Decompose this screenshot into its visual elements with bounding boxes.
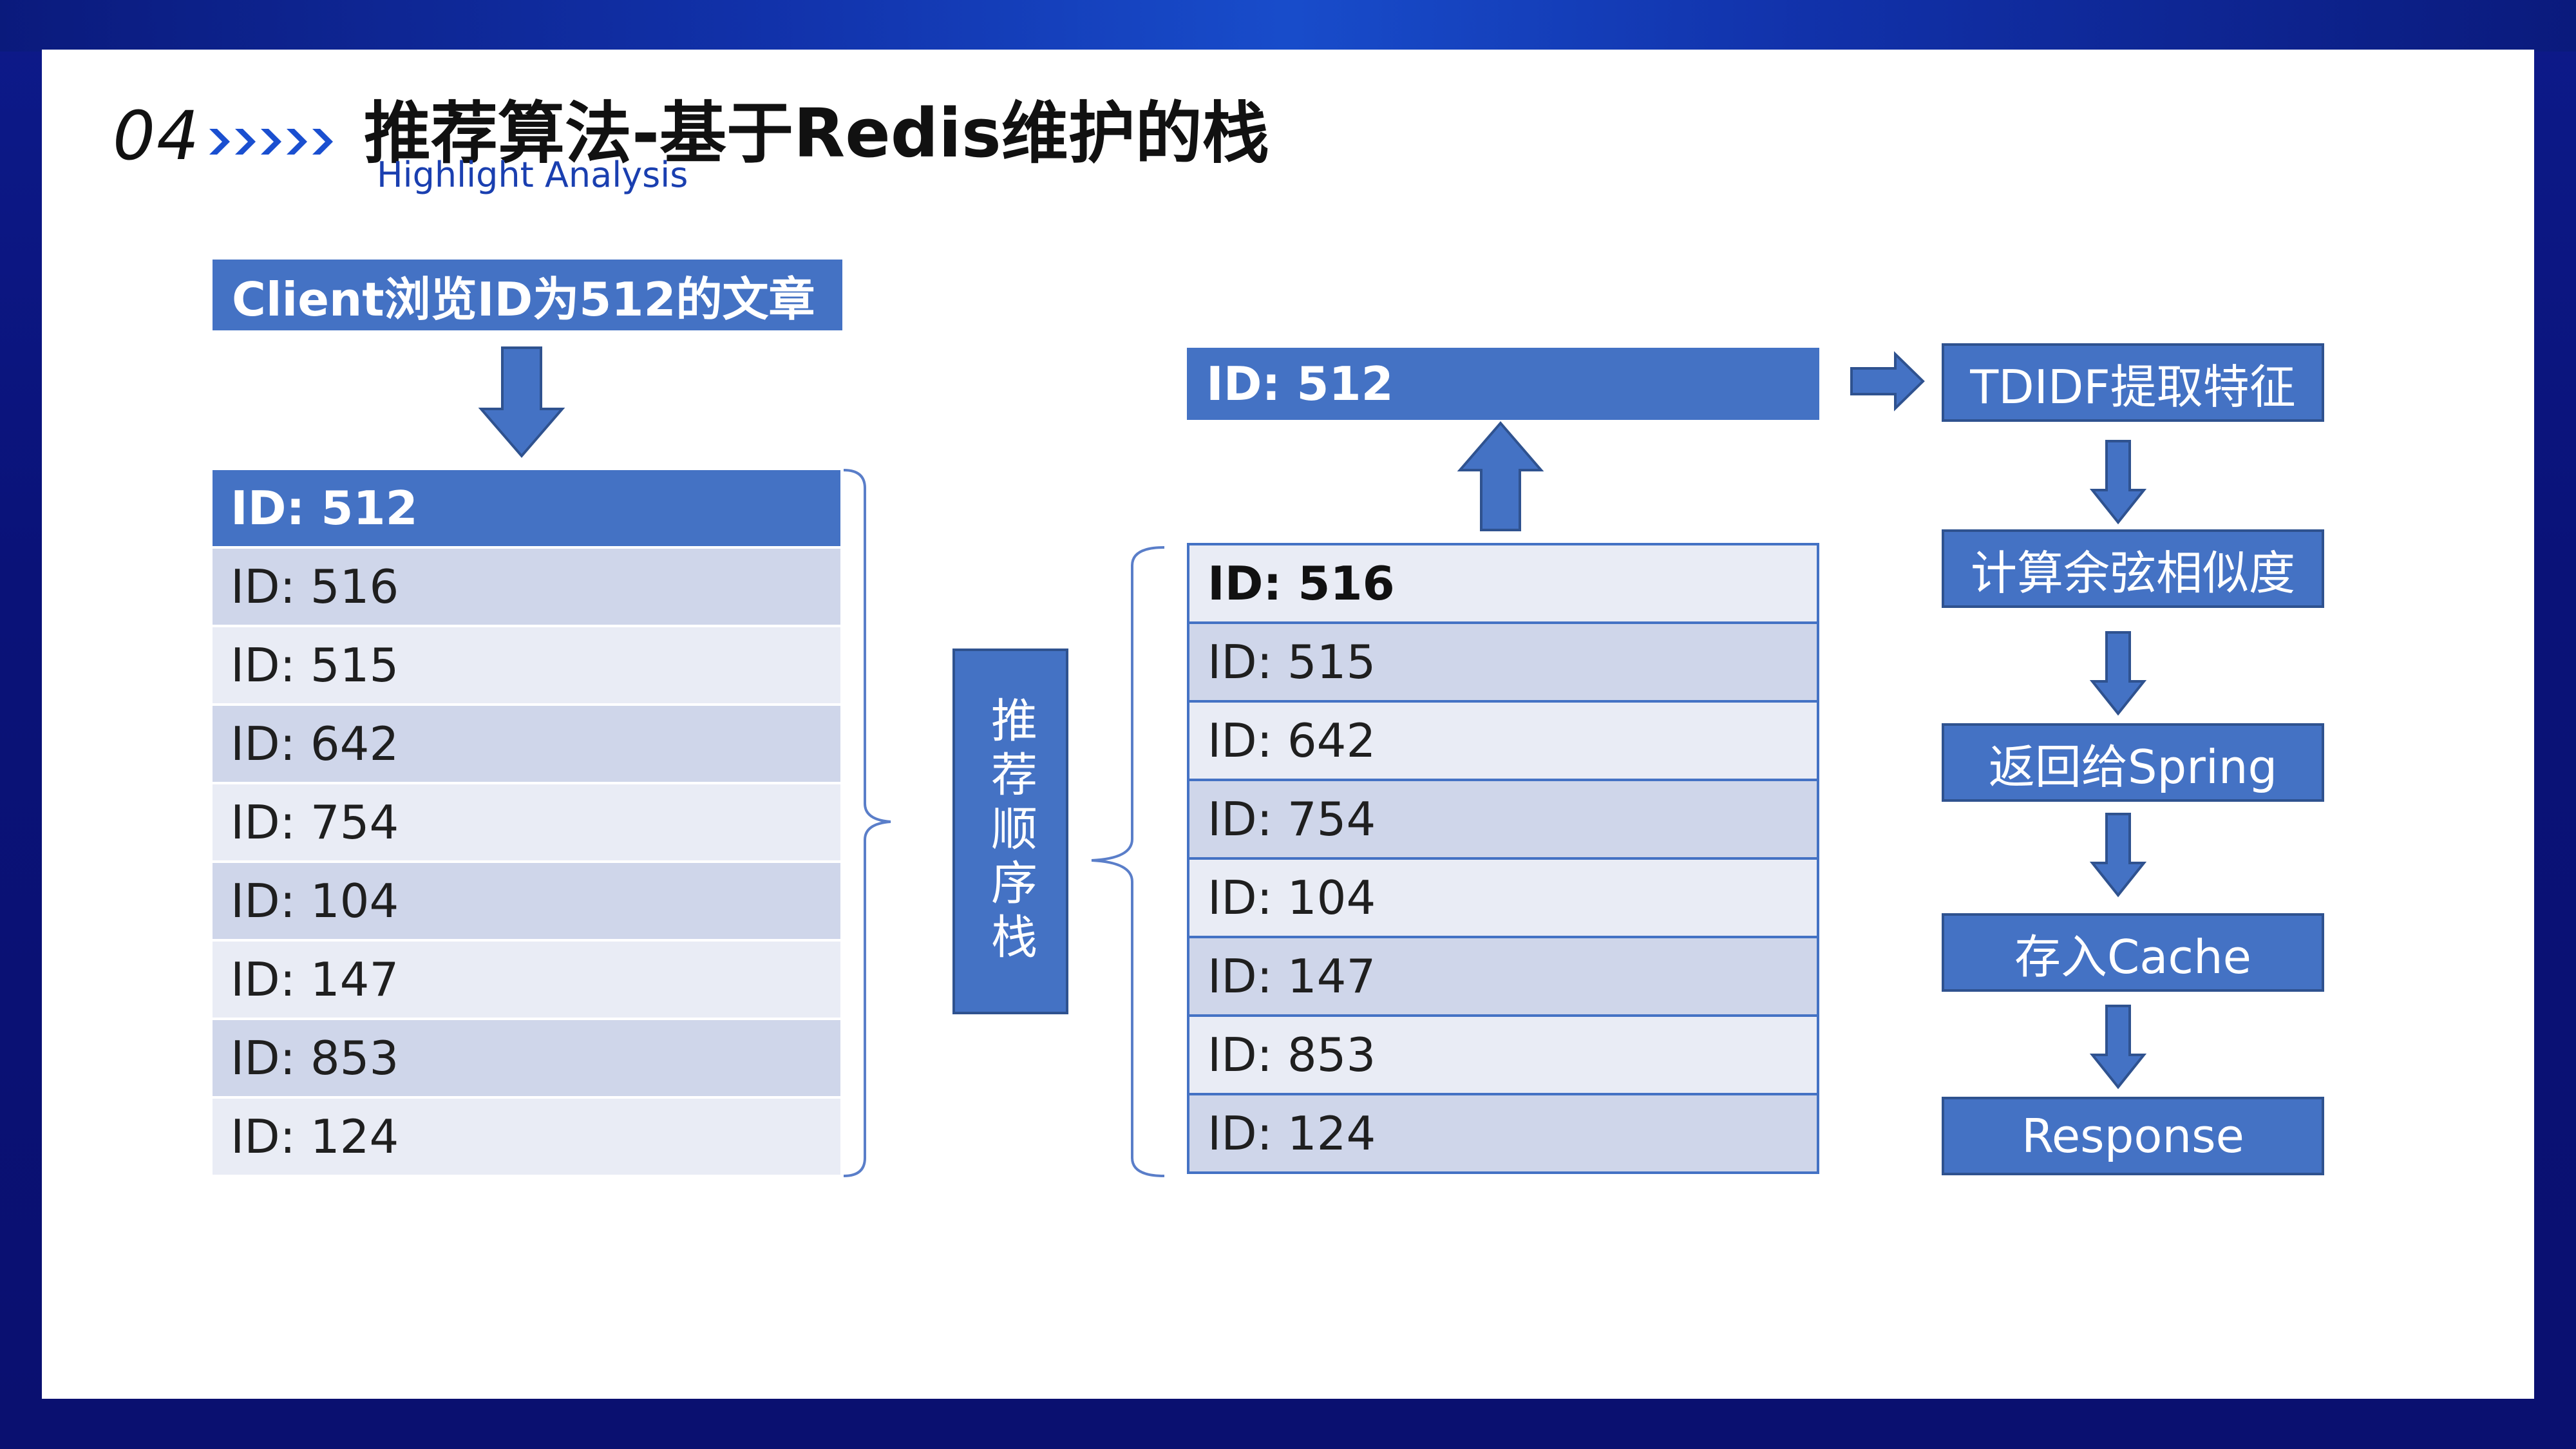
stack-label-box: 推荐顺序栈: [952, 649, 1068, 1014]
list-item: ID: 104: [213, 863, 840, 939]
list-item: ID: 124: [1189, 1095, 1817, 1171]
list-item: ID: 147: [213, 942, 840, 1018]
flow-step-label: 返回给Spring: [1988, 739, 2278, 794]
list-item: ID: 642: [1189, 703, 1817, 781]
client-request-box: Client浏览ID为512的文章: [213, 260, 842, 330]
flow-step-label: 存入Cache: [2014, 929, 2251, 984]
stack-label-text: 推荐顺序栈: [983, 696, 1037, 967]
top-banner-decoration: [0, 0, 2576, 52]
popped-item-box: ID: 512: [1187, 348, 1819, 420]
popped-item-label: ID: 512: [1206, 357, 1394, 411]
list-item: ID: 515: [213, 627, 840, 703]
flow-step-label: TDIDF提取特征: [1970, 359, 2296, 414]
flow-step-label: 计算余弦相似度: [1970, 545, 2295, 600]
list-item: ID: 853: [213, 1020, 840, 1096]
list-item: ID: 515: [1189, 624, 1817, 703]
flow-step-box: Response: [1942, 1097, 2324, 1175]
down-arrow-icon: [2089, 631, 2147, 716]
flow-step-box: 存入Cache: [1942, 913, 2324, 992]
down-arrow-icon: [2089, 440, 2147, 525]
stack-top-label: ID: 512: [231, 481, 418, 535]
down-arrow-icon: [2089, 1005, 2147, 1090]
flow-step-box: 计算余弦相似度: [1942, 529, 2324, 608]
stack-top-item: ID: 512: [213, 470, 840, 546]
list-item: ID: 124: [213, 1099, 840, 1175]
left-stack: ID: 512 ID: 516 ID: 515 ID: 642 ID: 754 …: [213, 470, 840, 1177]
right-arrow-icon: [1850, 351, 1925, 412]
page-subtitle: Highlight Analysis: [377, 155, 688, 195]
flow-step-box: 返回给Spring: [1942, 723, 2324, 802]
chevron-arrows-icon: [209, 129, 333, 155]
list-item: ID: 642: [213, 706, 840, 782]
list-item: ID: 516: [213, 549, 840, 625]
up-arrow-icon: [1457, 421, 1544, 531]
left-brace: [1091, 546, 1165, 1177]
list-item: ID: 754: [1189, 781, 1817, 860]
down-arrow-icon: [478, 346, 565, 459]
down-arrow-icon: [2089, 813, 2147, 898]
client-request-label: Client浏览ID为512的文章: [232, 272, 815, 327]
section-number: 04: [113, 97, 201, 175]
flow-step-label: Response: [2022, 1109, 2244, 1163]
mid-stack: ID: 516 ID: 515 ID: 642 ID: 754 ID: 104 …: [1187, 543, 1819, 1174]
right-brace: [843, 469, 891, 1177]
list-item: ID: 516: [1189, 545, 1817, 624]
flow-step-box: TDIDF提取特征: [1942, 343, 2324, 422]
list-item: ID: 104: [1189, 860, 1817, 938]
list-item: ID: 147: [1189, 938, 1817, 1017]
page-title: 推荐算法-基于Redis维护的栈: [364, 94, 1269, 173]
list-item: ID: 853: [1189, 1017, 1817, 1095]
list-item: ID: 754: [213, 784, 840, 860]
